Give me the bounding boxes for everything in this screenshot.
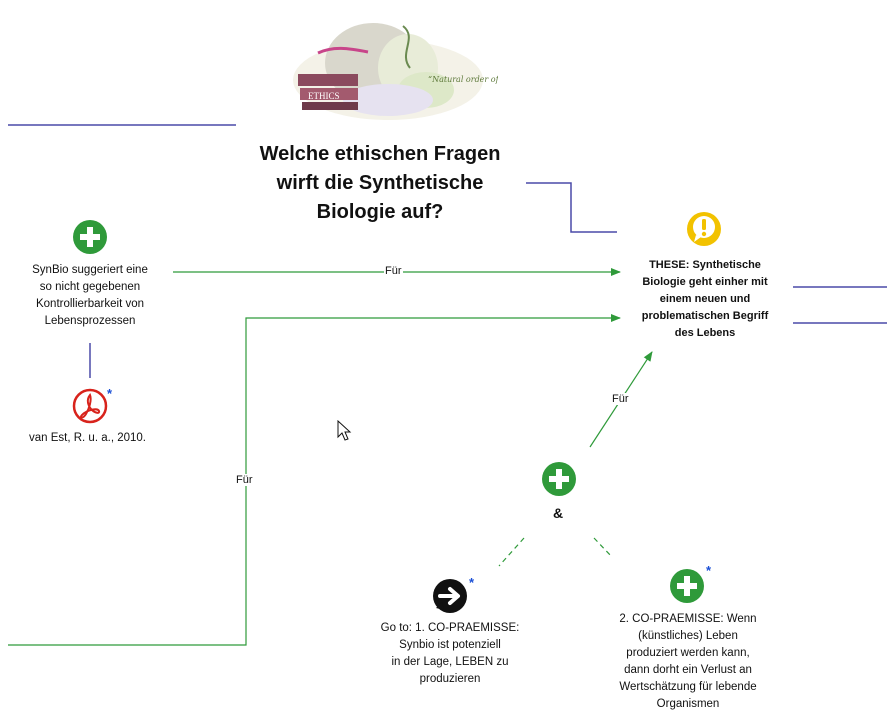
plus-icon[interactable]	[72, 219, 108, 255]
mouse-cursor-icon	[337, 420, 352, 441]
plus-icon[interactable]	[669, 568, 705, 604]
premise-link-2	[593, 537, 613, 558]
premise-1-text[interactable]: Go to: 1. CO-PRAEMISSE: Synbio ist poten…	[380, 622, 520, 685]
reference-text[interactable]: van Est, R. u. a., 2010.	[29, 432, 146, 444]
premise-1-marker: *	[469, 575, 475, 590]
arrow-right-icon[interactable]	[432, 578, 468, 614]
plus-icon[interactable]	[541, 461, 577, 497]
reference-marker: *	[107, 386, 113, 401]
premise-2-marker: *	[706, 563, 712, 578]
group-connector: &	[553, 505, 564, 521]
pdf-icon[interactable]	[72, 388, 108, 424]
argument-1-text[interactable]: SynBio suggeriert eine so nicht gegebene…	[32, 264, 148, 327]
header-illustration-caption: “Natural order of life”	[428, 75, 498, 84]
structure-line-title-thesis	[526, 182, 617, 233]
premise-2-text[interactable]: 2. CO-PRAEMISSE: Wenn (künstliches) Lebe…	[619, 613, 757, 710]
edge-label-arg1: Für	[384, 265, 403, 277]
header-illustration-tag: ETHICS	[308, 91, 340, 101]
premise-link-1	[498, 537, 525, 567]
edge-label-group: Für	[611, 393, 630, 405]
header-illustration: ETHICS “Natural order of life”	[293, 23, 498, 120]
page-title: Welche ethischen Fragen wirft die Synthe…	[259, 143, 501, 223]
exclamation-icon[interactable]	[686, 211, 722, 247]
support-edge-left	[8, 314, 621, 646]
thesis-text[interactable]: THESE: Synthetische Biologie geht einher…	[641, 259, 769, 339]
edge-label-left: Für	[235, 474, 254, 486]
